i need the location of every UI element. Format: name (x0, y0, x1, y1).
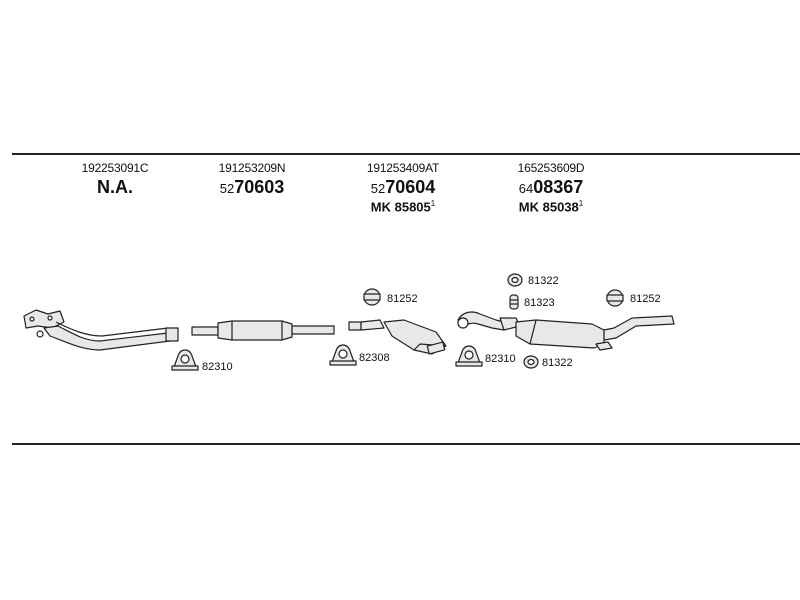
clamp-part-number: 82310 (202, 361, 233, 373)
front-pipe-part (23, 309, 179, 351)
article-number: N.A. (97, 177, 133, 197)
clamp-icon (171, 349, 199, 371)
rubber-mount-icon (606, 289, 624, 307)
clamp-part-number: 82310 (485, 353, 516, 365)
mount-part-number: 81252 (630, 293, 661, 305)
column-middle-pipe: 191253209N 5270603 (182, 161, 322, 198)
mount-part-number: 81252 (387, 293, 418, 305)
middle-silencer-part (348, 319, 447, 355)
column-middle-silencer: 191253409AT 5270604 MK 858051 (333, 161, 473, 214)
mounting-kit: MK 850381 (518, 199, 584, 215)
column-rear-silencer: 165253609D 6408367 MK 850381 (481, 161, 621, 214)
article-number: 6408367 (518, 177, 584, 197)
oem-number: 165253609D (517, 161, 585, 175)
rear-silencer-part (457, 311, 675, 351)
bush-part-number: 81323 (524, 297, 555, 309)
oem-number: 192253091C (81, 161, 149, 175)
clamp-icon (329, 344, 357, 366)
oem-number: 191253209N (218, 161, 286, 175)
ring-part-number: 81322 (542, 357, 573, 369)
column-front-pipe: 192253091C N.A. (45, 161, 185, 198)
oem-number: 191253409AT (366, 161, 440, 175)
rubber-ring-icon (523, 355, 539, 369)
article-number: 5270603 (219, 177, 285, 197)
middle-pipe-part (191, 320, 335, 341)
top-divider (12, 153, 800, 155)
article-number: 5270604 (370, 177, 436, 197)
clamp-icon (455, 345, 483, 367)
rubber-bush-icon (509, 294, 519, 310)
rubber-mount-icon (363, 288, 381, 306)
ring-part-number: 81322 (528, 275, 559, 287)
clamp-part-number: 82308 (359, 352, 390, 364)
bottom-divider (12, 443, 800, 445)
mounting-kit: MK 858051 (370, 199, 436, 215)
rubber-ring-icon (507, 273, 523, 287)
